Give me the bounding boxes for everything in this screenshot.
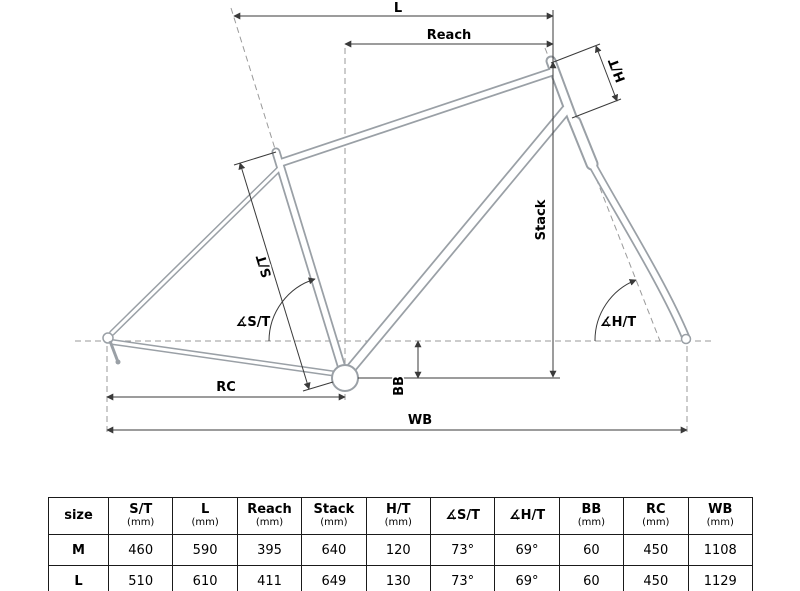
- table-row-size-l: L 510 610 411 649 130 73° 69° 60 450 112…: [48, 565, 754, 591]
- cell-reach: 411: [236, 565, 303, 591]
- bottom-bracket: [331, 364, 359, 392]
- label-stack: Stack: [534, 199, 549, 240]
- front-dropout: [680, 333, 692, 345]
- header-cell-rc: RC(mm): [623, 497, 689, 535]
- label-seat-tube: S/T: [254, 253, 275, 279]
- label-bb-drop: BB: [392, 376, 407, 396]
- header-cell-bb: BB(mm): [558, 497, 625, 535]
- cell-wb: 1108: [687, 534, 754, 566]
- dimension-lines: [106, 12, 688, 434]
- cell-reach: 395: [236, 534, 303, 566]
- header-cell-size: size: [48, 497, 109, 535]
- cell-angle-st: 73°: [429, 565, 496, 591]
- cell-angle-ht: 69°: [494, 565, 560, 591]
- cell-size: M: [48, 534, 109, 566]
- dim-seat-tube: [238, 162, 311, 390]
- label-head-tube-angle: ∡H/T: [600, 315, 636, 330]
- cell-ht: 130: [365, 565, 431, 591]
- table-header-row: size S/T(mm) L(mm) Reach(mm) Stack(mm) H…: [48, 497, 754, 535]
- arc-head-tube-angle: [594, 279, 637, 342]
- cell-bb: 60: [558, 565, 625, 591]
- frame-drawing: [109, 55, 691, 383]
- cell-rc: 450: [623, 534, 689, 566]
- rear-dropout: [102, 332, 114, 344]
- cell-st: 460: [107, 534, 174, 566]
- frame-details: [102, 332, 692, 392]
- cell-stack: 649: [301, 565, 367, 591]
- cell-bb: 60: [558, 534, 625, 566]
- label-top-tube-length: L: [394, 1, 402, 16]
- dim-head-tube: [594, 45, 619, 102]
- geometry-table: size S/T(mm) L(mm) Reach(mm) Stack(mm) H…: [48, 497, 754, 591]
- geometry-table-container: size S/T(mm) L(mm) Reach(mm) Stack(mm) H…: [48, 497, 754, 591]
- header-cell-ht: H/T(mm): [365, 497, 431, 535]
- cell-size: L: [48, 565, 109, 591]
- header-cell-stack: Stack(mm): [301, 497, 367, 535]
- label-head-tube: H/T: [606, 56, 629, 84]
- cell-wb: 1129: [687, 565, 754, 591]
- cell-ht: 120: [365, 534, 431, 566]
- label-wheelbase: WB: [408, 413, 432, 428]
- arc-seat-tube-angle: [268, 277, 316, 342]
- header-cell-angle-ht: ∡H/T: [494, 497, 560, 535]
- label-seat-tube-angle: ∡S/T: [236, 315, 271, 330]
- header-cell-reach: Reach(mm): [236, 497, 303, 535]
- header-cell-angle-st: ∡S/T: [429, 497, 496, 535]
- cell-l: 610: [172, 565, 238, 591]
- cell-stack: 640: [301, 534, 367, 566]
- cell-rc: 450: [623, 565, 689, 591]
- cell-l: 590: [172, 534, 238, 566]
- table-row-size-m: M 460 590 395 640 120 73° 69° 60 450 110…: [48, 534, 754, 566]
- seat-tube-axis: [230, 7, 277, 153]
- frame-geometry-diagram: L Reach H/T Stack S/T ∡S/T ∡H/T BB RC WB: [75, 0, 712, 436]
- label-rear-center: RC: [216, 380, 236, 395]
- cell-st: 510: [107, 565, 174, 591]
- frame-tube-cores: [110, 57, 689, 381]
- header-cell-wb: WB(mm): [687, 497, 754, 535]
- header-cell-l: L(mm): [172, 497, 238, 535]
- header-cell-st: S/T(mm): [107, 497, 174, 535]
- label-reach: Reach: [427, 28, 472, 43]
- derailleur-hanger: [108, 340, 120, 363]
- hanger-bolt: [115, 359, 121, 365]
- cell-angle-ht: 69°: [494, 534, 560, 566]
- cell-angle-st: 73°: [429, 534, 496, 566]
